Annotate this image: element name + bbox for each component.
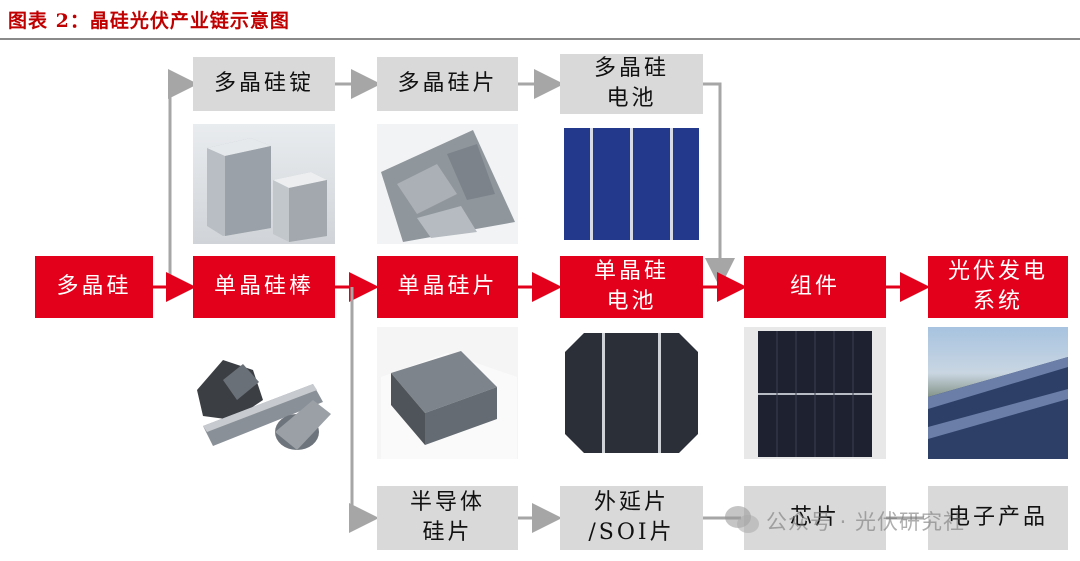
arrow-multi-cell-to-module — [703, 82, 735, 288]
node-chip: 芯片 — [744, 486, 886, 550]
node-epi-soi: 外延片 /SOI片 — [560, 486, 703, 550]
mono-wafer-image — [377, 327, 518, 459]
node-semi-wafer: 半导体 硅片 — [377, 486, 518, 550]
mono-cell-image — [560, 327, 703, 459]
wechat-icon — [725, 506, 759, 533]
node-pv-system: 光伏发电 系统 — [928, 256, 1068, 318]
module-image — [744, 327, 886, 459]
title-rule — [0, 38, 1080, 40]
node-electronics: 电子产品 — [928, 486, 1068, 550]
node-mono-cell: 单晶硅 电池 — [560, 256, 703, 318]
multi-ingot-image — [193, 124, 335, 244]
arrow-to-multi-ingot — [168, 69, 198, 287]
node-multi-cell: 多晶硅 电池 — [560, 54, 703, 114]
pv-system-image — [928, 327, 1068, 459]
arrow-to-semi-wafer — [349, 287, 379, 533]
node-mono-wafer: 单晶硅片 — [377, 256, 518, 318]
figure-title: 图表 2：晶硅光伏产业链示意图 — [8, 10, 290, 32]
node-mono-rod: 单晶硅棒 — [193, 256, 335, 318]
node-polysilicon: 多晶硅 — [35, 256, 153, 318]
multi-wafer-image — [377, 124, 518, 244]
node-module: 组件 — [744, 256, 886, 318]
multi-cell-image — [560, 124, 703, 244]
mono-rod-image — [193, 330, 335, 456]
watermark: 公众号 · 光伏研究社 — [766, 510, 966, 534]
node-multi-ingot: 多晶硅锭 — [193, 57, 335, 111]
node-multi-wafer: 多晶硅片 — [377, 57, 518, 111]
